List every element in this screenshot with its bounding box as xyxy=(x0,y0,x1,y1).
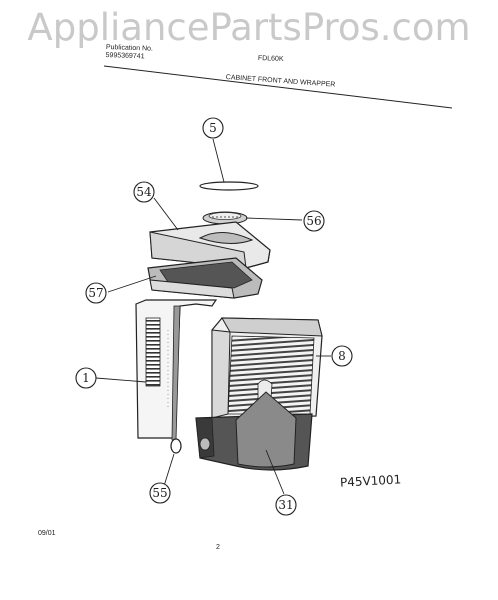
part-56-cap xyxy=(202,211,248,225)
svg-text:1: 1 xyxy=(82,371,90,385)
page-number: 2 xyxy=(216,544,220,551)
header-rule xyxy=(103,65,453,109)
callout-5: 5 xyxy=(202,117,224,139)
callout-1: 1 xyxy=(75,367,97,389)
watermark: AppliancePartsPros.com xyxy=(27,6,471,49)
part-1-side-panel xyxy=(135,299,218,441)
svg-text:57: 57 xyxy=(88,286,103,300)
callout-8: 8 xyxy=(331,345,353,367)
svg-text:8: 8 xyxy=(338,349,346,363)
leader-lines xyxy=(95,138,331,495)
svg-text:56: 56 xyxy=(306,214,321,228)
svg-text:5: 5 xyxy=(209,121,217,135)
callout-54: 54 xyxy=(133,181,155,203)
svg-text:55: 55 xyxy=(152,486,167,500)
part-54-top-cover xyxy=(149,221,271,269)
date-code: 09/01 xyxy=(38,530,56,537)
callout-56: 56 xyxy=(303,210,325,232)
part-55-disc xyxy=(170,438,182,454)
callout-57: 57 xyxy=(85,282,107,304)
part-31-front-cover xyxy=(195,391,313,471)
part-5-disc xyxy=(199,181,259,191)
svg-text:31: 31 xyxy=(278,498,293,512)
part-57-frame xyxy=(147,257,263,299)
svg-text:54: 54 xyxy=(136,185,152,199)
callout-31: 31 xyxy=(275,494,297,516)
part-8-cabinet xyxy=(211,317,323,419)
callout-55: 55 xyxy=(149,482,171,504)
